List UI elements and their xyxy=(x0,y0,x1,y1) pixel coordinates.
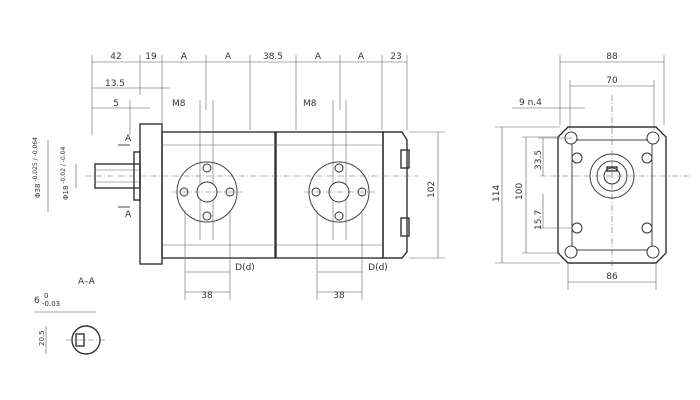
dim-5: 5 xyxy=(113,99,119,109)
dim-100: 100 xyxy=(515,183,525,200)
dim-a-2: A xyxy=(225,52,232,62)
port-38-2: 38 xyxy=(333,291,345,301)
dim-114: 114 xyxy=(492,185,502,202)
dim-19: 19 xyxy=(145,52,157,62)
dim-13-5: 13.5 xyxy=(105,79,125,89)
holes-note: 9 n.4 xyxy=(519,98,542,108)
section-marker-bottom: A xyxy=(125,210,132,220)
dim-a-1: A xyxy=(181,52,188,62)
dim-70: 70 xyxy=(606,76,618,86)
front-view: 88 70 9 n.4 114 1 xyxy=(492,52,690,290)
port-thread-1: M8 xyxy=(172,99,186,109)
section-a-a-label: A–A xyxy=(78,277,96,287)
section-a-a: A–A 6 0 -0.03 20.5 xyxy=(34,277,106,355)
port-1: M8 D(d) 38 xyxy=(172,99,255,301)
key-height-label: 20.5 xyxy=(38,330,46,346)
key-width-label: 6 xyxy=(34,296,40,306)
dim-86: 86 xyxy=(606,272,618,282)
port-d-2: D(d) xyxy=(368,263,388,273)
dim-a-3: A xyxy=(315,52,322,62)
dim-15-7: 15.7 xyxy=(534,210,544,230)
dim-a-4: A xyxy=(358,52,365,62)
dim-23: 23 xyxy=(390,52,401,62)
dim-38-5: 38.5 xyxy=(263,52,283,62)
shaft-diameter-label: Φ38-0.025 / -0.064 xyxy=(32,137,42,198)
section-marker-top: A xyxy=(125,134,132,144)
port-38-1: 38 xyxy=(201,291,213,301)
key-width-tol-top: 0 xyxy=(44,292,48,300)
port-thread-2: M8 xyxy=(303,99,317,109)
dim-42: 42 xyxy=(110,52,121,62)
port-d-1: D(d) xyxy=(235,263,255,273)
pilot-diameter-label: Φ18-0.02 / -0.04 xyxy=(60,147,70,200)
key-width-tol-bot: -0.03 xyxy=(42,300,60,308)
dim-88: 88 xyxy=(606,52,618,62)
side-view: 42 19 A A 38.5 A A 23 13.5 5 A A xyxy=(32,52,445,301)
dim-102: 102 xyxy=(427,181,437,198)
dim-33-5: 33.5 xyxy=(534,150,544,170)
port-2: M8 D(d) 38 xyxy=(303,99,388,301)
